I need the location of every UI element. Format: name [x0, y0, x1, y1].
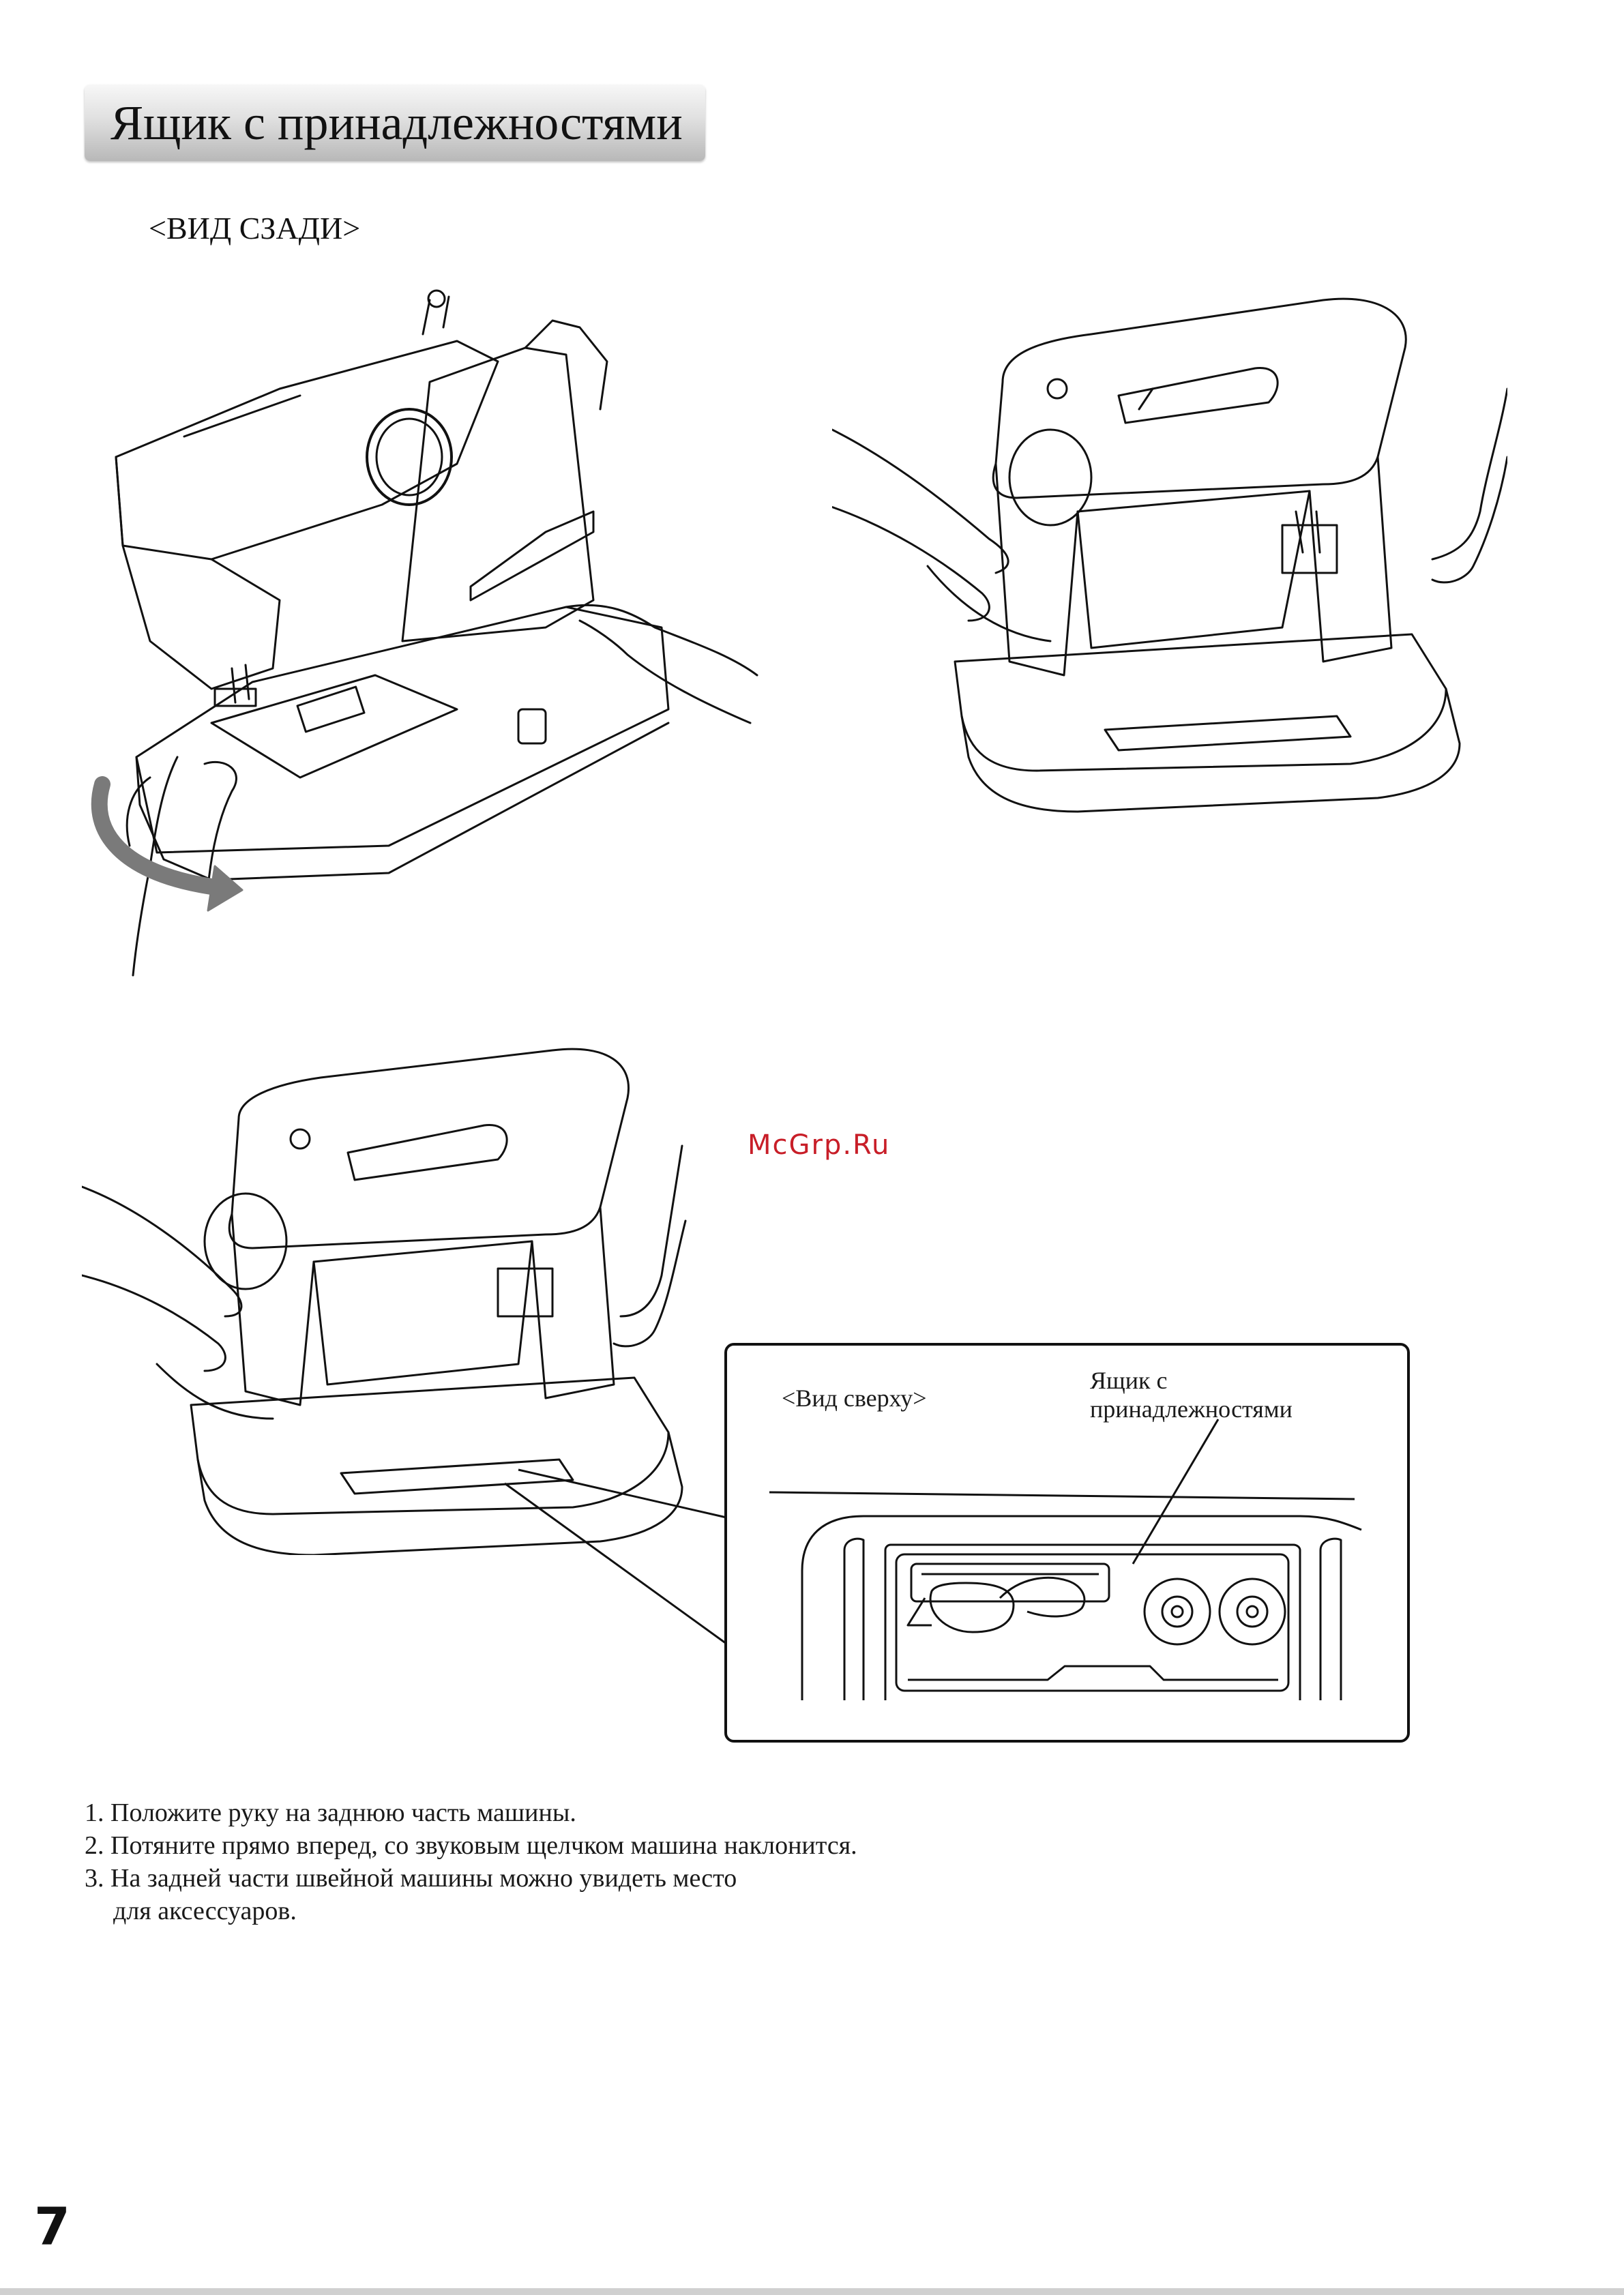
spool-icon	[1220, 1579, 1285, 1644]
sewing-machine-illustration-2	[832, 280, 1507, 825]
page-number: 7	[34, 2196, 70, 2257]
step-1: 1. Положите руку на заднюю часть машины.	[85, 1796, 857, 1829]
top-view-inset: <Вид сверху> Ящик с принадлежностями	[724, 1343, 1410, 1743]
section-title-bar: Ящик с принадлежностями	[85, 85, 705, 161]
leader-lines	[491, 1460, 737, 1650]
bottom-rule	[0, 2288, 1624, 2295]
watermark: McGrp.Ru	[748, 1129, 890, 1161]
step-3-continuation: для аксессуаров.	[85, 1895, 857, 1927]
step-3: 3. На задней части швейной машины можно …	[85, 1862, 857, 1895]
step-2: 2. Потяните прямо вперед, со звуковым ще…	[85, 1829, 857, 1862]
sewing-machine-illustration-1	[75, 286, 771, 982]
instruction-steps: 1. Положите руку на заднюю часть машины.…	[85, 1796, 857, 1927]
rear-view-label: <ВИД СЗАДИ>	[149, 210, 360, 246]
spool-icon	[1145, 1579, 1210, 1644]
page-title: Ящик с принадлежностями	[110, 95, 683, 150]
